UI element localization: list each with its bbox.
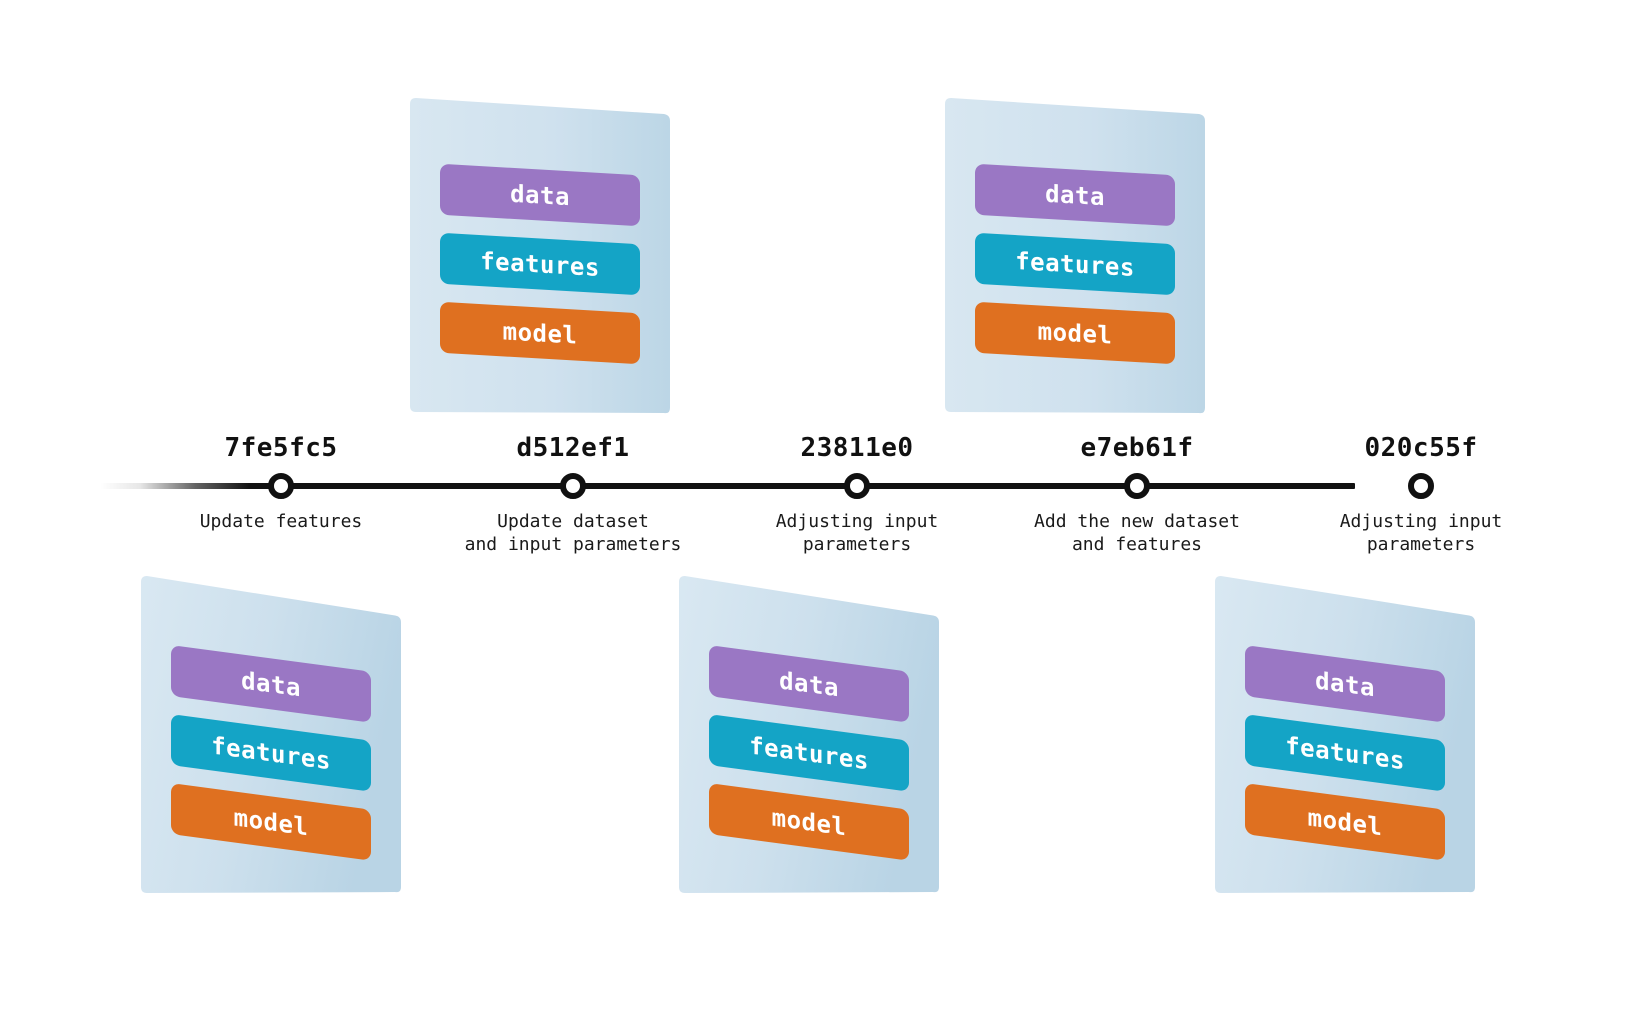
card-chip-stack: data features model (1215, 575, 1475, 928)
commit-node-7fe5fc5[interactable] (268, 473, 294, 499)
commit-message-line: Update dataset (497, 511, 649, 532)
pipeline-card-7fe5fc5[interactable]: data features model (141, 575, 401, 893)
chip-model[interactable]: model (440, 301, 640, 365)
card-chip-stack: data features model (679, 575, 939, 928)
commit-hash-2[interactable]: 23811e0 (800, 433, 914, 463)
pipeline-card-d512ef1[interactable]: data features model (410, 96, 670, 414)
chip-data[interactable]: data (709, 645, 909, 723)
commit-node-e7eb61f[interactable] (1124, 473, 1150, 499)
commit-message-line: and input parameters (464, 534, 682, 555)
commit-message-line: parameters (802, 534, 912, 555)
commit-hash-4[interactable]: 020c55f (1364, 433, 1478, 463)
commit-node-020c55f[interactable] (1408, 473, 1434, 499)
pipeline-card-23811e0[interactable]: data features model (679, 575, 939, 893)
chip-features[interactable]: features (171, 714, 371, 792)
commit-hash-3[interactable]: e7eb61f (1080, 433, 1194, 463)
chip-features[interactable]: features (1245, 714, 1445, 792)
commit-node-d512ef1[interactable] (560, 473, 586, 499)
chip-model[interactable]: model (171, 783, 371, 861)
chip-model[interactable]: model (975, 301, 1175, 365)
pipeline-card-020c55f[interactable]: data features model (1215, 575, 1475, 893)
chip-model[interactable]: model (709, 783, 909, 861)
chip-data[interactable]: data (440, 163, 640, 227)
commit-message-line: parameters (1366, 534, 1476, 555)
commit-hash-1[interactable]: d512ef1 (516, 433, 630, 463)
commit-message-line: and features (1071, 534, 1203, 555)
chip-features[interactable]: features (709, 714, 909, 792)
commit-message-line: Adjusting input (775, 511, 939, 532)
commit-message-line: Add the new dataset (1034, 511, 1240, 532)
pipeline-card-e7eb61f[interactable]: data features model (945, 96, 1205, 414)
commit-message-0: Update features (200, 510, 363, 533)
card-chip-stack: data features model (945, 96, 1205, 429)
commit-message-line: Adjusting input (1339, 511, 1503, 532)
chip-data[interactable]: data (975, 163, 1175, 227)
timeline-axis (100, 483, 1355, 489)
card-chip-stack: data features model (410, 96, 670, 429)
card-chip-stack: data features model (141, 575, 401, 928)
chip-data[interactable]: data (171, 645, 371, 723)
commit-node-23811e0[interactable] (844, 473, 870, 499)
chip-features[interactable]: features (975, 232, 1175, 296)
chip-features[interactable]: features (440, 232, 640, 296)
commit-hash-0[interactable]: 7fe5fc5 (224, 433, 338, 463)
chip-model[interactable]: model (1245, 783, 1445, 861)
chip-data[interactable]: data (1245, 645, 1445, 723)
commit-message-line: Update features (199, 511, 363, 532)
